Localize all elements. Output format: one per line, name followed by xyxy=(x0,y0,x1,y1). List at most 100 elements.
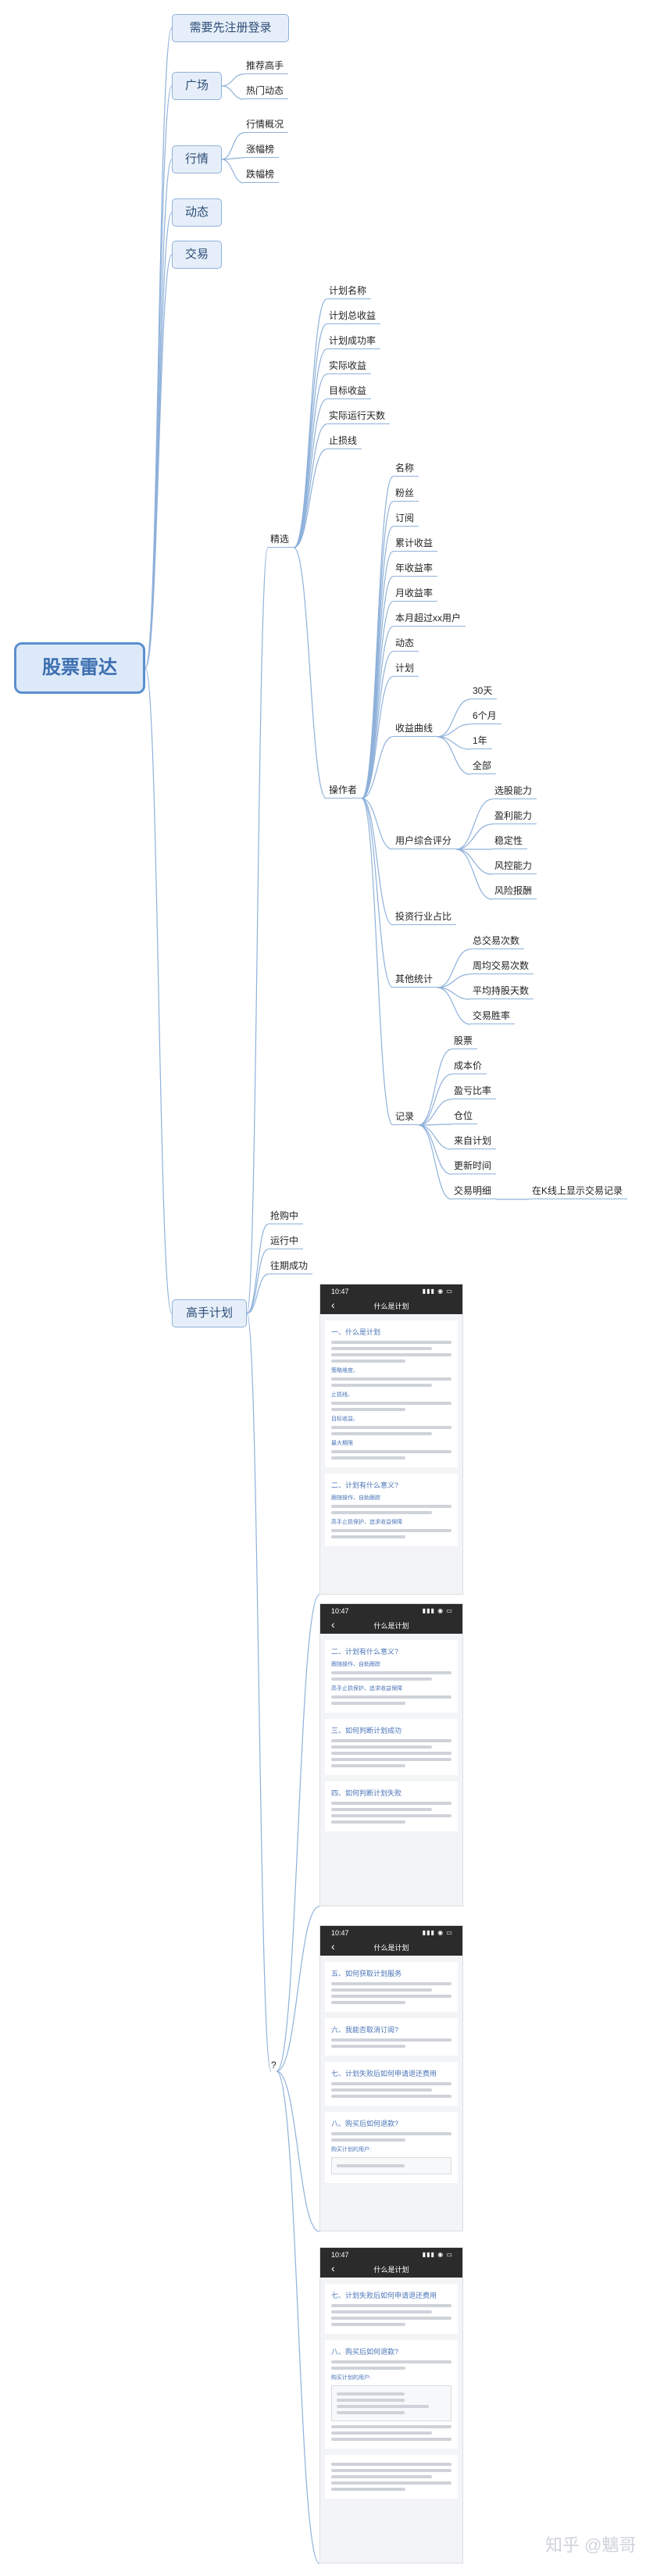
leaf-rec-update: 更新时间 xyxy=(451,1159,497,1174)
section-heading: 七、计划失败后如何申请退还费用 xyxy=(331,2070,437,2078)
sub-heading: 购买计划的用户: xyxy=(331,2375,371,2381)
connector-line xyxy=(276,2070,320,2232)
connector-line xyxy=(437,974,471,988)
leaf-stats-total: 总交易次数 xyxy=(470,934,525,949)
phone-card: 六、我能否取消订阅? xyxy=(325,2018,458,2056)
node-login: 需要先注册登录 xyxy=(172,14,289,42)
section-heading: 七、计划失败后如何申请退还费用 xyxy=(331,2292,437,2299)
phone-screenshot-4: 10:47 ▮▮▮ ◉ ▭ ‹ 什么是计划 七、计划失败后如何申请退还费用 八、… xyxy=(319,2247,463,2563)
connector-line xyxy=(361,798,394,926)
connector-line xyxy=(221,159,244,184)
connector-line xyxy=(437,736,471,750)
section-heading: 八、购买后如何退款? xyxy=(331,2120,399,2128)
leaf-target-return: 目标收益 xyxy=(326,384,372,399)
leaf-stats-winrate: 交易胜率 xyxy=(470,1009,516,1024)
sub-heading: 目标收益、 xyxy=(331,1417,359,1422)
sub-heading: 高手止损保护、追求收益保障 xyxy=(331,1686,402,1692)
back-arrow-icon: ‹ xyxy=(331,1940,335,1953)
leaf-records: 记录 xyxy=(393,1110,419,1125)
leaf-rec-stock: 股票 xyxy=(451,1034,478,1049)
signal-icon: ▮▮▮ ◉ ▭ xyxy=(422,1607,453,1614)
connector-line xyxy=(361,476,394,799)
phone-card: 七、计划失败后如何申请退还费用 xyxy=(325,2284,458,2334)
phone-card: 七、计划失败后如何申请退还费用 xyxy=(325,2062,458,2106)
leaf-rating-profit: 盈利能力 xyxy=(492,809,537,824)
connector-line xyxy=(145,667,173,1314)
leaf-rec-detail: 交易明细 xyxy=(451,1184,497,1199)
connector-line xyxy=(455,799,493,850)
leaf-curve: 收益曲线 xyxy=(393,722,438,737)
connector-line xyxy=(455,824,493,850)
connector-line xyxy=(293,448,327,548)
leaf-op-beat-users: 本月超过xx用户 xyxy=(393,612,466,627)
connector-line xyxy=(361,798,394,1126)
sub-heading: 跟随操作、自助跟踪 xyxy=(331,1662,380,1667)
phone-title: 什么是计划 xyxy=(373,2266,409,2274)
connector-line xyxy=(293,298,327,548)
status-time: 10:47 xyxy=(331,1288,349,1295)
connector-line xyxy=(418,1124,452,1150)
mindmap-root: 股票雷达 xyxy=(14,642,145,694)
leaf-plan-total-return: 计划总收益 xyxy=(326,309,381,324)
leaf-rating: 用户综合评分 xyxy=(393,834,457,849)
connector-line xyxy=(437,987,471,1025)
connector-line xyxy=(276,1594,320,2072)
sub-heading: 购买计划的用户: xyxy=(331,2147,371,2153)
connector-line xyxy=(221,85,244,100)
connector-line xyxy=(418,1124,452,1200)
phone-card: 四、如何判断计划失败 xyxy=(325,1781,458,1831)
connector-line xyxy=(145,27,173,669)
leaf-rating-stable: 稳定性 xyxy=(492,834,528,849)
leaf-op-plan: 计划 xyxy=(393,662,419,677)
connector-line xyxy=(293,547,327,799)
connector-line xyxy=(276,1906,320,2072)
status-time: 10:47 xyxy=(331,2251,349,2259)
leaf-op-subscribe: 订阅 xyxy=(393,512,419,527)
connector-line xyxy=(246,547,269,1314)
leaf-square-recommend: 推荐高手 xyxy=(244,59,289,74)
leaf-op-month-return: 月收益率 xyxy=(393,587,438,602)
section-heading: 六、我能否取消订阅? xyxy=(331,2026,399,2034)
connector-line xyxy=(418,1049,452,1126)
connector-line xyxy=(221,132,244,160)
node-square: 广场 xyxy=(172,72,222,100)
sub-heading: 止损线、 xyxy=(331,1392,353,1398)
leaf-running: 运行中 xyxy=(268,1234,304,1249)
leaf-rec-position: 仓位 xyxy=(451,1109,478,1124)
connector-line xyxy=(361,798,394,988)
leaf-stop-loss: 止损线 xyxy=(326,434,362,449)
connector-line xyxy=(293,348,327,548)
leaf-op-cum-return: 累计收益 xyxy=(393,537,438,552)
phone-status-bar: 10:47 ▮▮▮ ◉ ▭ ‹ 什么是计划 xyxy=(320,1926,462,1956)
connector-line xyxy=(437,736,471,775)
connector-line xyxy=(145,212,173,669)
phone-card: 二、计划有什么意义? 跟随操作、自助跟踪 高手止损保护、追求收益保障 xyxy=(325,1474,458,1546)
connector-line xyxy=(361,526,394,799)
connector-line xyxy=(361,676,394,799)
leaf-plan-success-rate: 计划成功率 xyxy=(326,334,381,349)
connector-line xyxy=(455,849,493,900)
connector-line xyxy=(418,1124,452,1175)
phone-title: 什么是计划 xyxy=(373,1622,409,1630)
connector-line xyxy=(437,698,471,738)
section-heading: 八、购买后如何退款? xyxy=(331,2348,399,2356)
leaf-curve-6m: 6个月 xyxy=(470,709,501,724)
section-heading: 一、什么是计划 xyxy=(331,1328,381,1336)
phone-card: 二、计划有什么意义? 跟随操作、自助跟踪 高手止损保护、追求收益保障 xyxy=(325,1640,458,1713)
leaf-rating-drawdown: 风险报酬 xyxy=(492,884,537,899)
phone-card: 一、什么是计划 策略维度、 止损线、 目标收益、 最大期限 xyxy=(325,1320,458,1467)
leaf-op-dynamic: 动态 xyxy=(393,637,419,652)
connector-line xyxy=(246,1224,269,1314)
leaf-rec-detail-kline: 在K线上显示交易记录 xyxy=(530,1184,628,1199)
sub-heading: 策略维度、 xyxy=(331,1368,359,1374)
signal-icon: ▮▮▮ ◉ ▭ xyxy=(422,1288,453,1295)
connector-line xyxy=(246,1249,269,1314)
leaf-rec-cost: 成本价 xyxy=(451,1059,487,1074)
status-time: 10:47 xyxy=(331,1929,349,1937)
leaf-rating-risk: 风控能力 xyxy=(492,859,537,874)
leaf-industry: 投资行业占比 xyxy=(393,910,457,925)
leaf-buying: 抢购中 xyxy=(268,1209,304,1224)
phone-title: 什么是计划 xyxy=(373,1302,409,1310)
leaf-rec-pnl: 盈亏比率 xyxy=(451,1084,497,1099)
